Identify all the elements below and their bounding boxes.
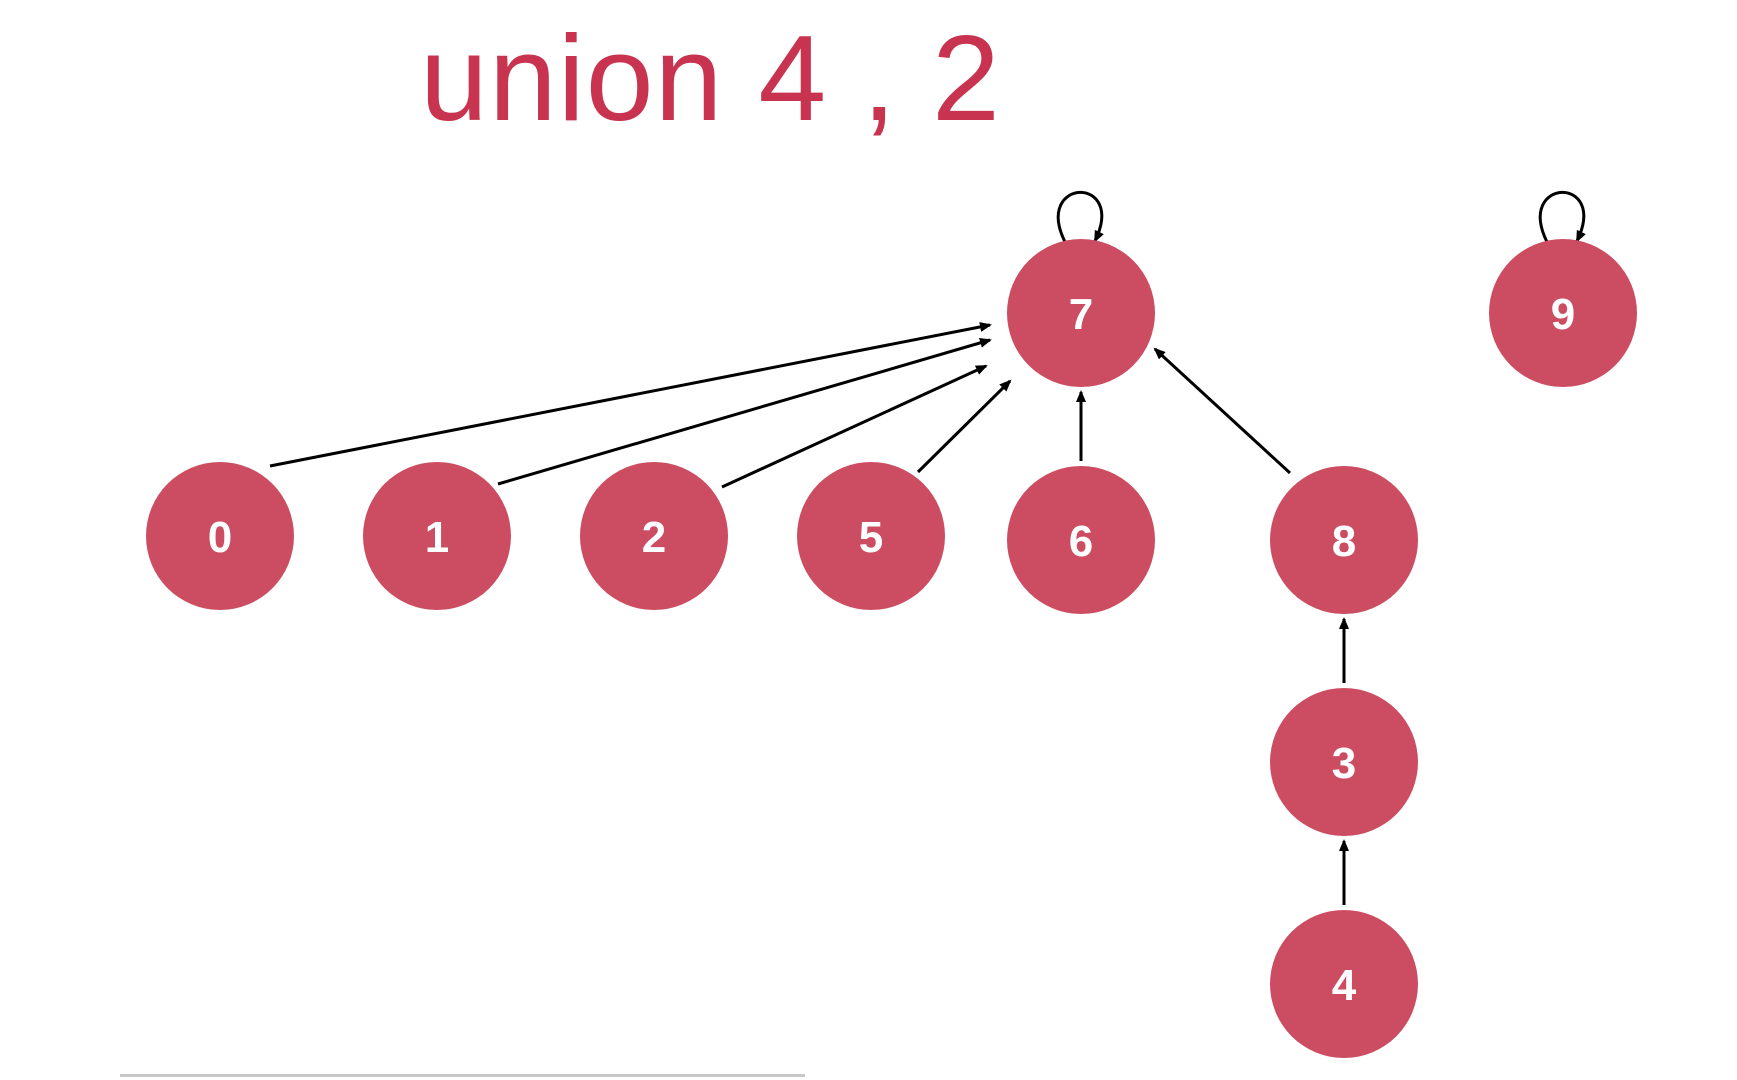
- node-label-6: 6: [1069, 517, 1093, 566]
- self-loop-7: [1056, 190, 1104, 243]
- node-1: 1: [363, 462, 511, 610]
- node-label-3: 3: [1332, 739, 1356, 788]
- diagram-title: union 4 , 2: [420, 10, 1001, 146]
- node-7: 7: [1007, 239, 1155, 387]
- node-circle-0: [146, 462, 294, 610]
- node-label-9: 9: [1551, 290, 1575, 339]
- node-circle-9: [1489, 239, 1637, 387]
- edge-1-to-7: [497, 338, 992, 486]
- node-label-5: 5: [859, 513, 883, 562]
- node-label-8: 8: [1332, 517, 1356, 566]
- self-loops-layer: [1056, 190, 1586, 243]
- node-circle-3: [1270, 688, 1418, 836]
- self-loop-9: [1538, 190, 1586, 243]
- node-circle-8: [1270, 466, 1418, 614]
- node-circle-5: [797, 462, 945, 610]
- node-label-1: 1: [425, 513, 449, 562]
- node-circle-1: [363, 462, 511, 610]
- edge-2-to-7: [721, 364, 988, 489]
- node-8: 8: [1270, 466, 1418, 614]
- node-circle-6: [1007, 466, 1155, 614]
- node-label-4: 4: [1332, 961, 1357, 1010]
- node-3: 3: [1270, 688, 1418, 836]
- node-2: 2: [580, 462, 728, 610]
- node-4: 4: [1270, 910, 1418, 1058]
- node-6: 6: [1007, 466, 1155, 614]
- node-9: 9: [1489, 239, 1637, 387]
- divider-line: [120, 1074, 805, 1077]
- node-circle-2: [580, 462, 728, 610]
- node-label-0: 0: [208, 513, 232, 562]
- node-circle-4: [1270, 910, 1418, 1058]
- edge-8-to-7: [1153, 347, 1292, 475]
- node-5: 5: [797, 462, 945, 610]
- edge-0-to-7: [269, 322, 992, 468]
- node-label-2: 2: [642, 513, 666, 562]
- edge-5-to-7: [916, 379, 1012, 474]
- edges-layer: [269, 322, 1349, 905]
- nodes-layer: 7 9 0 1 2 5 6 8 3 4: [146, 239, 1637, 1058]
- node-label-7: 7: [1069, 290, 1093, 339]
- node-0: 0: [146, 462, 294, 610]
- node-circle-7: [1007, 239, 1155, 387]
